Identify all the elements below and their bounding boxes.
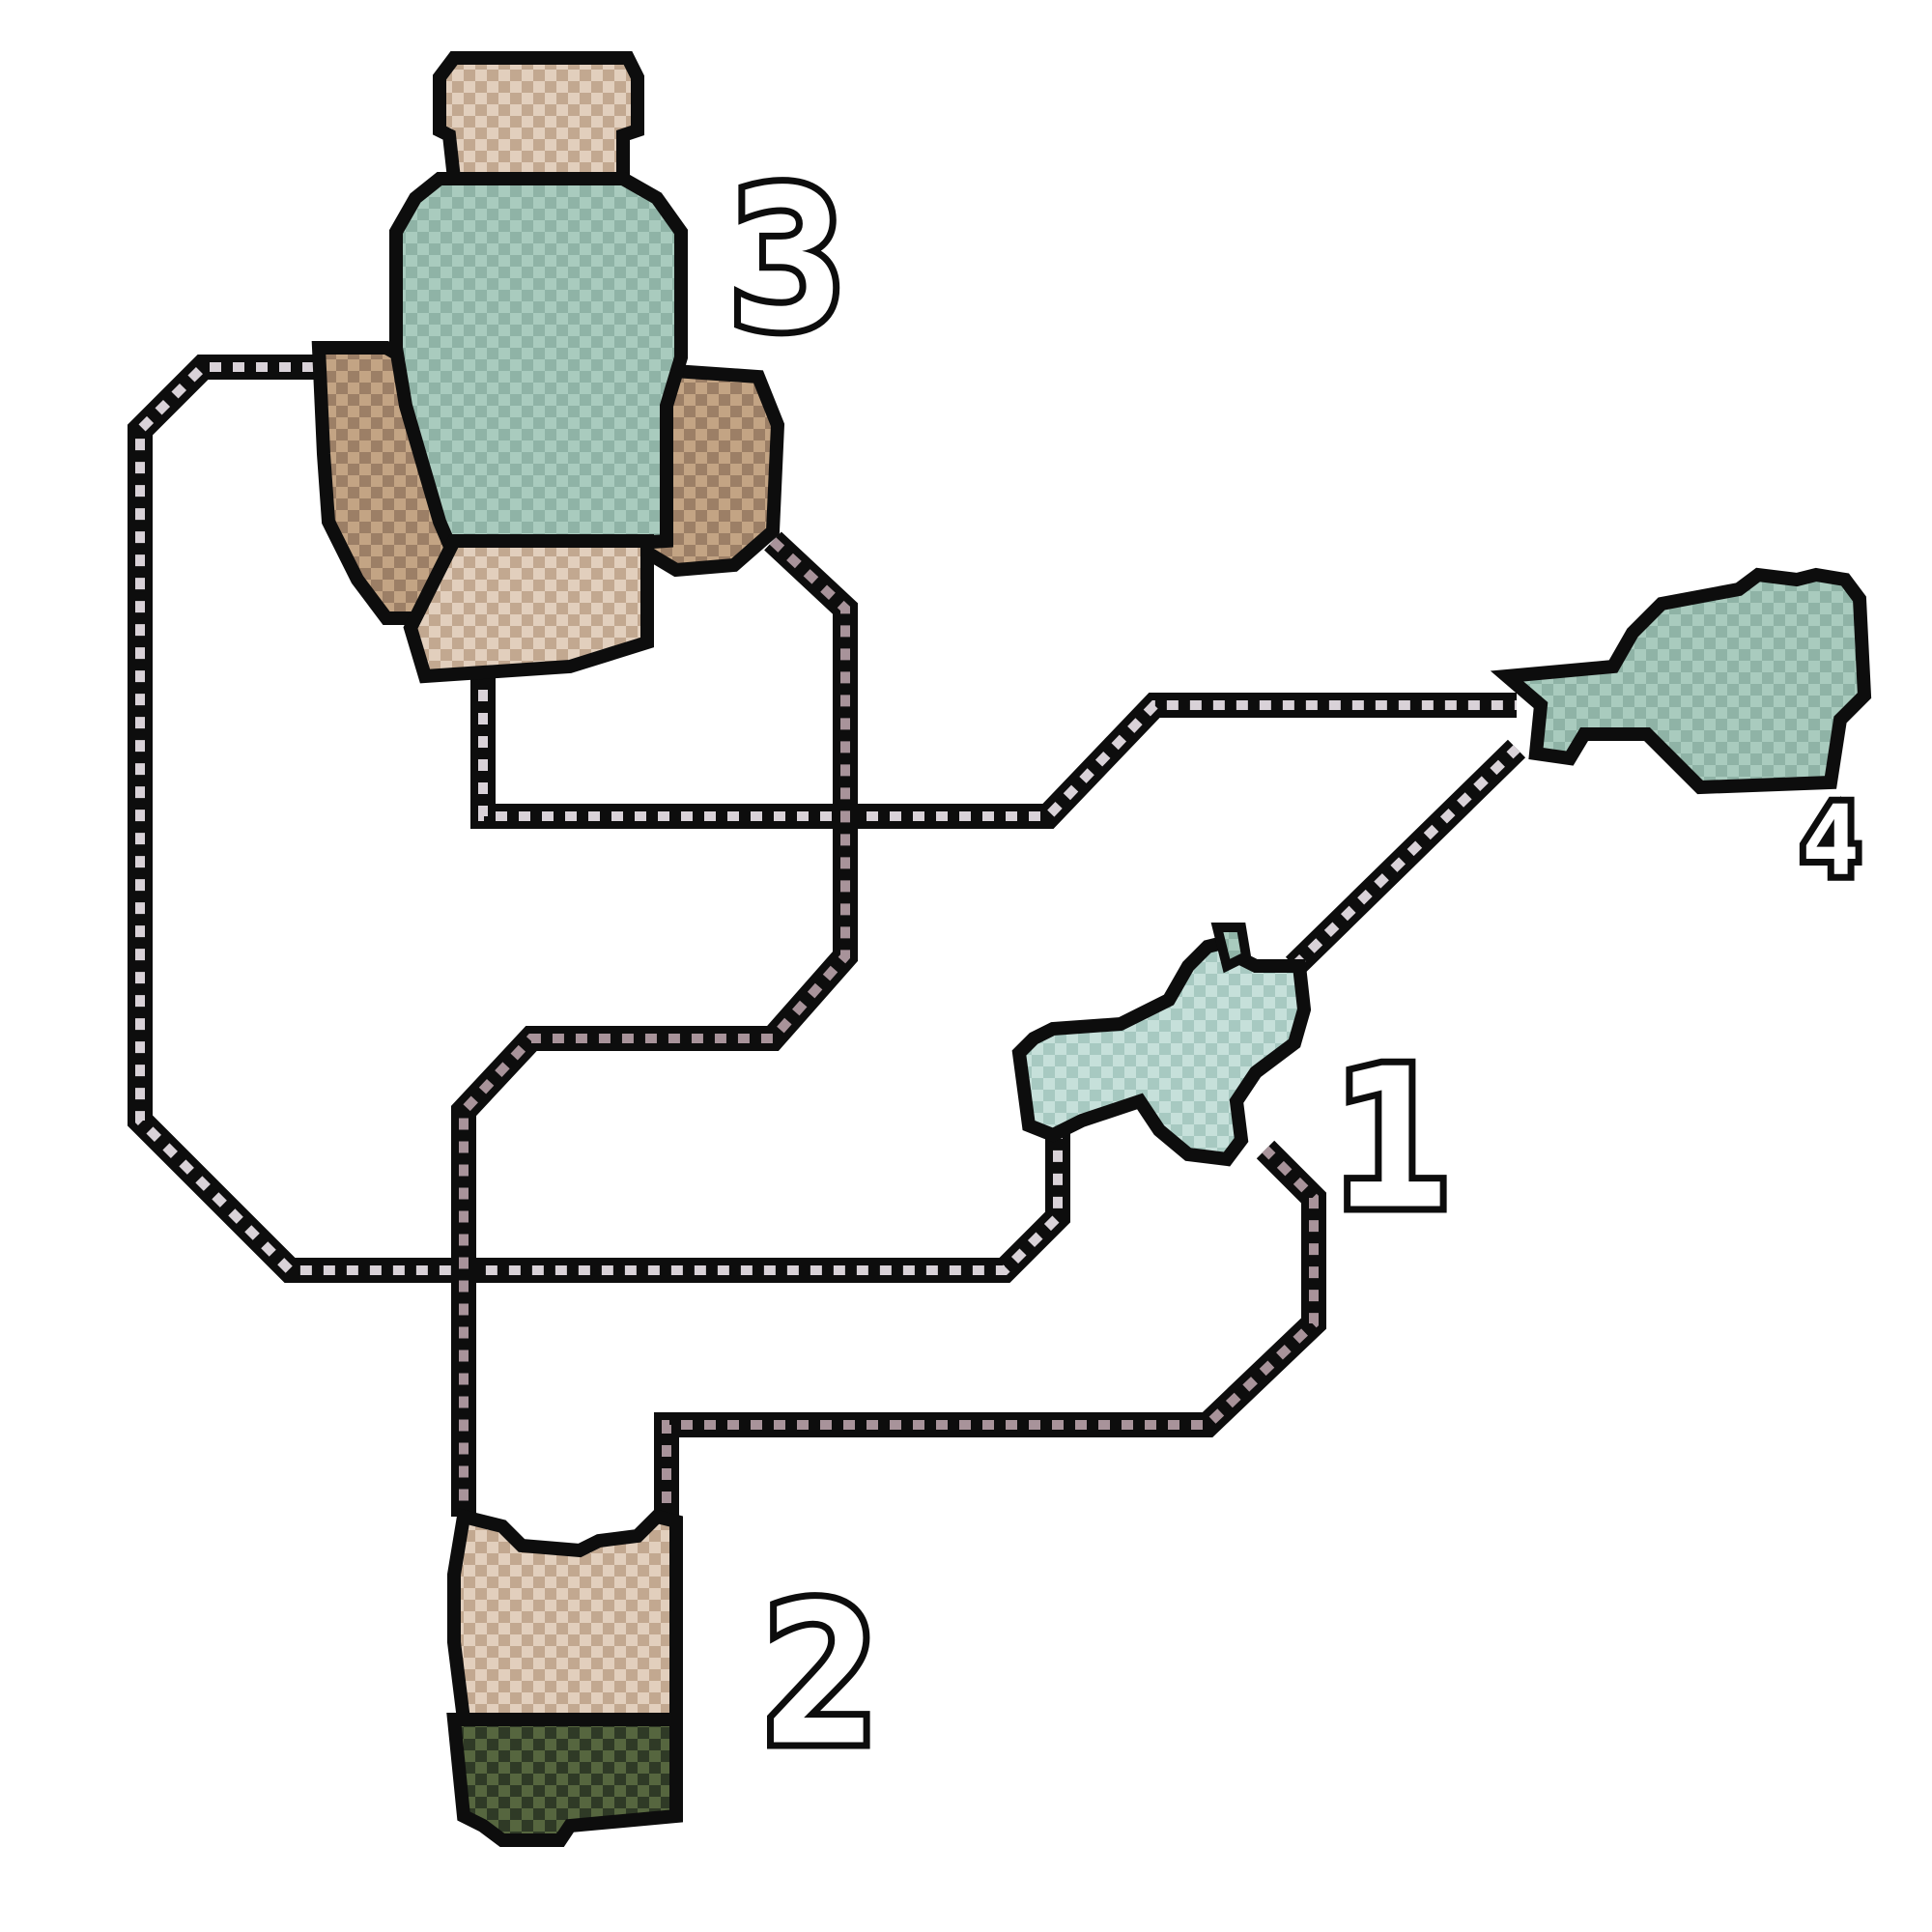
zone-3-sand-top bbox=[433, 51, 644, 185]
paths bbox=[128, 355, 1526, 1526]
zone-2-moss bbox=[446, 1713, 683, 1847]
zone-label-4-text: 4 bbox=[1802, 784, 1860, 897]
zone-1-ridge bbox=[1210, 923, 1252, 974]
zone-2-area[interactable] bbox=[446, 1508, 683, 1847]
zone-label-2-text: 2 bbox=[763, 1564, 879, 1789]
path-2-to-1 bbox=[654, 1140, 1326, 1526]
path-3-to-4-upper bbox=[470, 667, 1517, 829]
zone-label-1: 1 bbox=[1326, 1021, 1456, 1260]
zone-3-area[interactable] bbox=[311, 51, 785, 684]
zone-3-ice-body bbox=[389, 172, 688, 563]
zone-label-3: 3 bbox=[723, 142, 852, 381]
path-3-left-loop bbox=[128, 355, 1070, 1283]
zone-2-sand bbox=[447, 1508, 683, 1726]
zone-1-ice-body bbox=[1011, 934, 1312, 1167]
zone-label-1-text: 1 bbox=[1333, 1028, 1449, 1253]
zone-4-area[interactable] bbox=[1490, 567, 1872, 795]
zone-1-area[interactable] bbox=[1011, 923, 1312, 1167]
zone-label-4: 4 bbox=[1795, 778, 1866, 904]
zone-4-ice-body bbox=[1490, 567, 1872, 795]
zone-3-sand-bottom bbox=[403, 534, 654, 684]
path-1-to-4 bbox=[1285, 739, 1526, 976]
path-3-to-2 bbox=[451, 531, 858, 1517]
zone-label-2: 2 bbox=[756, 1557, 886, 1796]
zone-label-3-text: 3 bbox=[729, 149, 845, 374]
